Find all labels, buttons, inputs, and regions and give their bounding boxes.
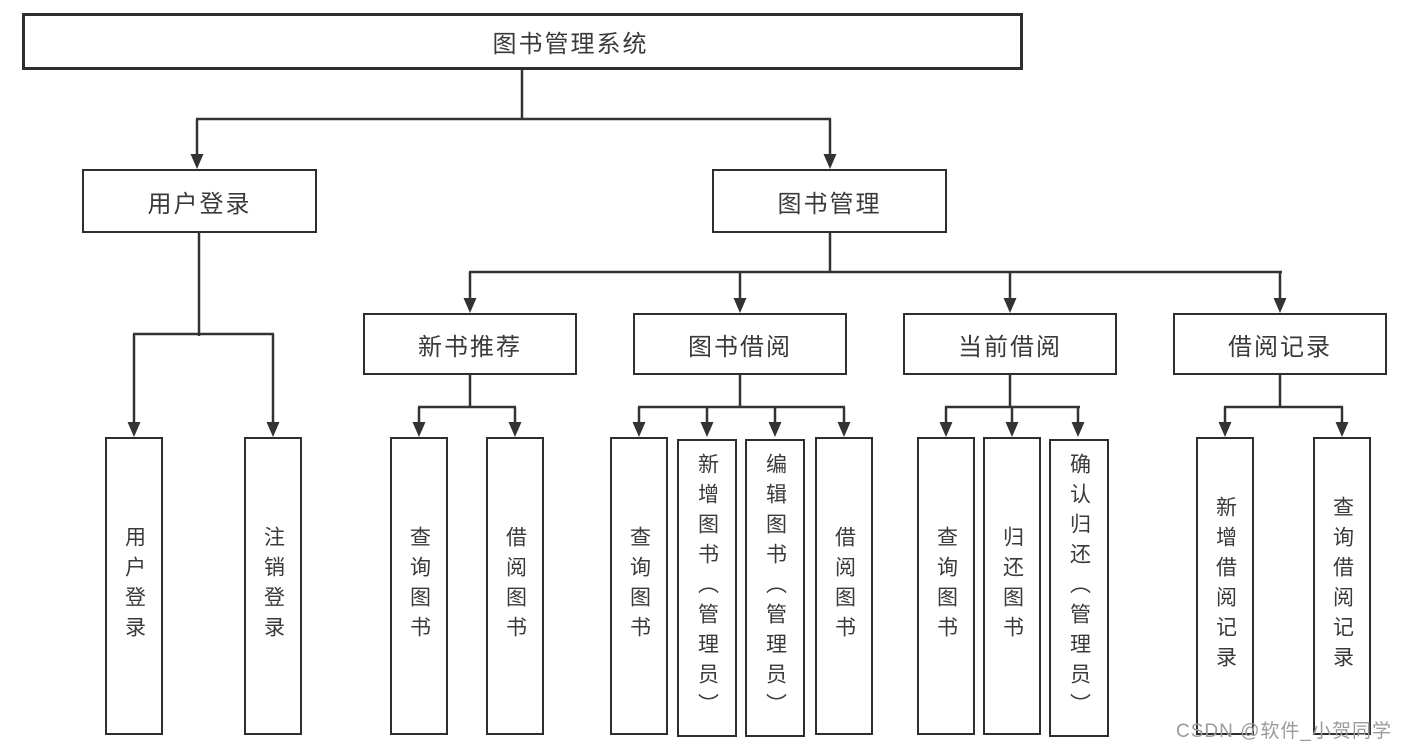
node-borrowing-records-label: 借阅记录 xyxy=(1228,333,1332,361)
node-book-borrowing-label: 图书借阅 xyxy=(688,333,792,361)
leaf-current-query-books: 查询图书 xyxy=(917,437,975,735)
leaf-borrowing-add-books-admin: 新增图书（管理员） xyxy=(677,439,737,737)
leaf-recommend-borrow-books: 借阅图书 xyxy=(486,437,544,735)
leaf-borrowing-edit-books-admin: 编辑图书（管理员） xyxy=(745,439,805,737)
node-user-login: 用户登录 xyxy=(82,169,317,233)
leaf-logout: 注销登录 xyxy=(244,437,302,735)
leaf-records-query-record: 查询借阅记录 xyxy=(1313,437,1371,735)
leaf-recommend-query-books: 查询图书 xyxy=(390,437,448,735)
leaf-current-confirm-return-admin: 确认归还（管理员） xyxy=(1049,439,1109,737)
leaf-records-add-record: 新增借阅记录 xyxy=(1196,437,1254,735)
node-root: 图书管理系统 xyxy=(22,13,1023,70)
leaf-user-login: 用户登录 xyxy=(105,437,163,735)
leaf-current-return-books: 归还图书 xyxy=(983,437,1041,735)
node-book-management-label: 图书管理 xyxy=(777,190,882,218)
leaf-borrowing-query-books: 查询图书 xyxy=(610,437,668,735)
node-root-label: 图书管理系统 xyxy=(492,31,649,58)
node-book-borrowing: 图书借阅 xyxy=(633,313,847,375)
node-current-borrowing: 当前借阅 xyxy=(903,313,1117,375)
node-book-management: 图书管理 xyxy=(712,169,947,233)
node-new-book-recommend-label: 新书推荐 xyxy=(418,333,522,361)
node-borrowing-records: 借阅记录 xyxy=(1173,313,1387,375)
leaf-borrowing-borrow-books: 借阅图书 xyxy=(815,437,873,735)
node-user-login-label: 用户登录 xyxy=(147,190,252,218)
csdn-watermark: CSDN @软件_小贺同学 xyxy=(1176,721,1392,742)
node-new-book-recommend: 新书推荐 xyxy=(363,313,577,375)
node-current-borrowing-label: 当前借阅 xyxy=(958,333,1062,361)
